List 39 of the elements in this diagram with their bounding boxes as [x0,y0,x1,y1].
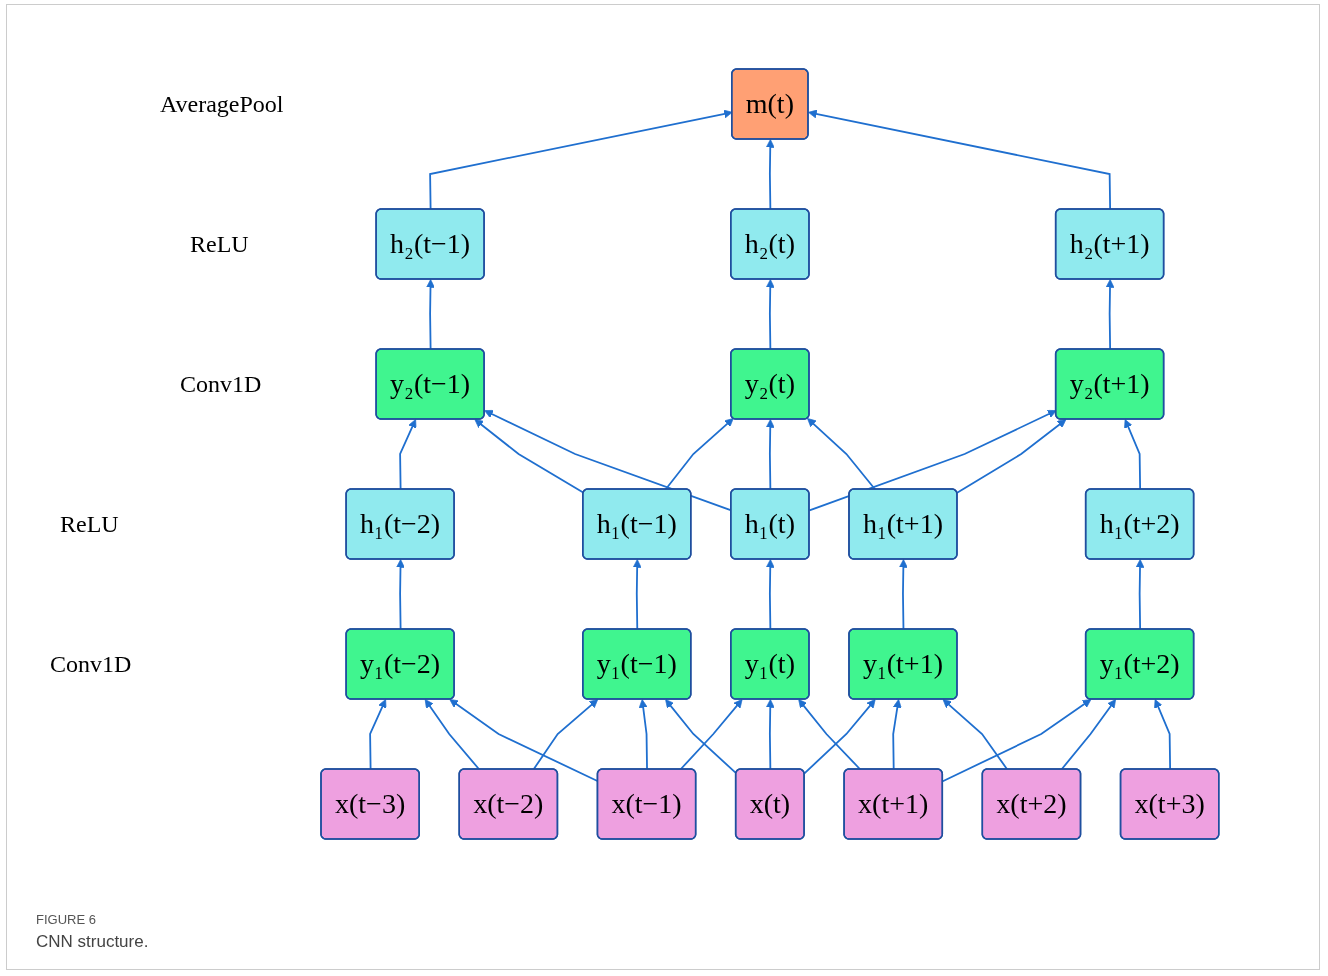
arrow [664,418,734,491]
layer-label: AveragePool [160,91,284,118]
arrow [426,279,435,351]
arrow [484,410,733,512]
arrow [449,699,599,783]
arrow [424,699,481,771]
arrow [956,419,1067,494]
layer-label: Conv1D [180,371,262,398]
arrow [803,699,876,775]
arrow [1060,699,1117,771]
arrow [1124,419,1142,491]
arrow [665,699,738,775]
arrow [942,699,1009,771]
arrow [396,559,405,631]
arrow [1105,279,1115,351]
arrow [638,699,649,771]
arrow [532,699,599,771]
caption: CNN structure. [36,932,149,952]
arrow [899,559,908,631]
layer-label: ReLU [190,231,249,258]
layer-label: Conv1D [50,651,132,678]
figure-number: FIGURE 6 [36,912,96,927]
arrow [808,410,1057,512]
arrow [808,109,1112,211]
arrow [766,699,775,771]
arrow [942,699,1092,783]
arrow [766,419,775,491]
arrow [892,699,902,771]
arrow [632,559,642,631]
arrow [798,699,862,771]
arrow [766,139,775,211]
arrow [369,699,387,771]
arrow [766,279,775,351]
arrow [1154,699,1172,771]
arrow [1135,559,1145,631]
arrow [679,699,743,771]
arrow [399,419,417,491]
arrow [766,559,775,631]
layer-label: ReLU [60,511,119,538]
